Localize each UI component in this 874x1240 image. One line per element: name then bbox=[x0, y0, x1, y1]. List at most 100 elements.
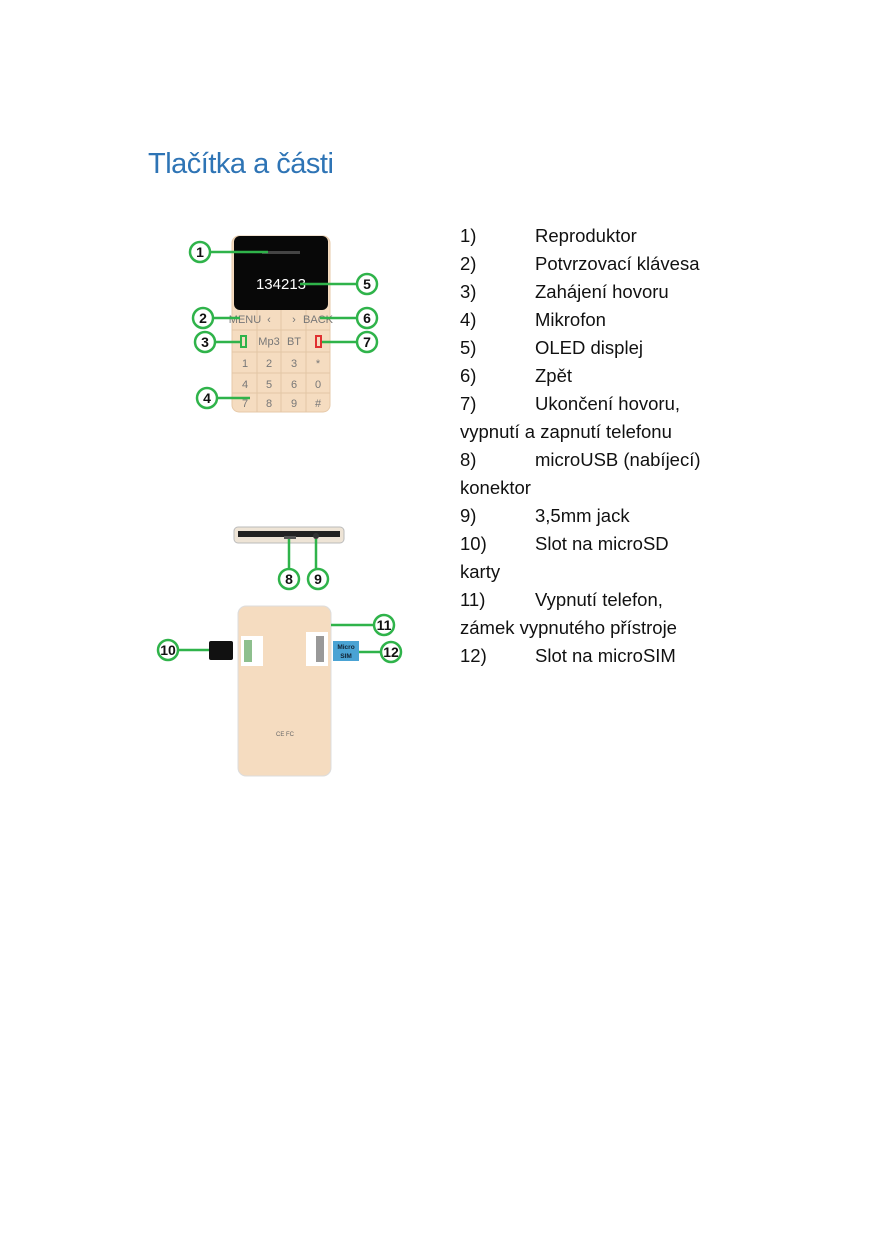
callout-markers: 1 2 3 4 5 6 7 8 9 10 11 12 bbox=[156, 240, 403, 664]
legend-item-line: 2) Potvrzovací klávesa bbox=[460, 250, 740, 278]
legend-item-line: 11) Vypnutí telefon, bbox=[460, 586, 740, 614]
legend-item: 6) Zpět bbox=[460, 362, 740, 390]
legend-item-text: Reproduktor bbox=[535, 225, 637, 246]
svg-text:4: 4 bbox=[242, 379, 248, 391]
svg-text:6: 6 bbox=[363, 310, 371, 326]
svg-text:›: › bbox=[292, 314, 296, 326]
legend-item: 10) Slot na microSD karty bbox=[460, 530, 740, 586]
svg-text:1: 1 bbox=[242, 358, 248, 370]
legend-item-line: 3) Zahájení hovoru bbox=[460, 278, 740, 306]
legend-item-line: 5) OLED displej bbox=[460, 334, 740, 362]
legend-item-number: 4) bbox=[460, 309, 477, 330]
legend-item: 2) Potvrzovací klávesa bbox=[460, 250, 740, 278]
legend-item-line: 9) 3,5mm jack bbox=[460, 502, 740, 530]
legend-item: 9) 3,5mm jack bbox=[460, 502, 740, 530]
legend-item-text: Ukončení hovoru, bbox=[535, 393, 681, 414]
legend-item-number: 2) bbox=[460, 253, 477, 274]
jack-port bbox=[313, 533, 319, 539]
legend-item: 4) Mikrofon bbox=[460, 306, 740, 334]
legend-item-number: 3) bbox=[460, 281, 477, 302]
svg-text:2: 2 bbox=[266, 358, 272, 370]
legend-item-number: 1) bbox=[460, 225, 477, 246]
legend-item-number: 6) bbox=[460, 365, 477, 386]
legend-item-line: 1) Reproduktor bbox=[460, 222, 740, 250]
legend-item: 8) microUSB (nabíjecí)konektor bbox=[460, 446, 740, 502]
legend-item-continuation: zámek vypnutého přístroje bbox=[460, 617, 677, 638]
legend-item-text: Zpět bbox=[535, 365, 573, 386]
svg-text:CE FC: CE FC bbox=[276, 732, 295, 738]
legend-item: 7) Ukončení hovoru, vypnutí a zapnutí tele… bbox=[460, 390, 740, 446]
svg-text:‹: ‹ bbox=[267, 314, 271, 326]
legend-item-text: microUSB (nabíjecí) bbox=[535, 449, 701, 470]
svg-text:7: 7 bbox=[363, 334, 371, 350]
svg-text:8: 8 bbox=[266, 398, 272, 410]
svg-text:9: 9 bbox=[314, 571, 322, 587]
legend-item-number: 5) bbox=[460, 337, 477, 358]
svg-text:9: 9 bbox=[291, 398, 297, 410]
legend-item-text: OLED displej bbox=[535, 337, 643, 358]
legend-item-number: 8) bbox=[460, 449, 477, 470]
legend-item-text: Vypnutí telefon, bbox=[535, 589, 663, 610]
svg-text:3: 3 bbox=[291, 358, 297, 370]
callout-leaders bbox=[178, 250, 381, 654]
legend-item-number: 12) bbox=[460, 645, 487, 666]
legend-item-text: Mikrofon bbox=[535, 309, 606, 330]
usb-port bbox=[284, 536, 296, 539]
speaker-grille bbox=[262, 251, 300, 254]
legend-item-line: 12) Slot na microSIM bbox=[460, 642, 740, 670]
legend-item-line: 8) microUSB (nabíjecí) bbox=[460, 446, 740, 474]
phone-front-illustration: 134213 MENU ‹ › BACK Mp3 BT 1 2 3 * 4 5 … bbox=[229, 235, 334, 413]
svg-text:BT: BT bbox=[287, 336, 301, 348]
legend-item-line: 7) Ukončení hovoru, bbox=[460, 390, 740, 418]
call-key-icon bbox=[240, 335, 247, 348]
svg-text:#: # bbox=[315, 398, 322, 410]
svg-text:11: 11 bbox=[377, 617, 392, 633]
svg-text:*: * bbox=[316, 358, 321, 370]
svg-text:12: 12 bbox=[383, 644, 399, 660]
legend-item-number: 9) bbox=[460, 505, 477, 526]
legend-item: 11) Vypnutí telefon, zámek vypnutého příst… bbox=[460, 586, 740, 642]
svg-text:1: 1 bbox=[196, 244, 204, 260]
legend-item-text: 3,5mm jack bbox=[535, 505, 630, 526]
screen-number: 134213 bbox=[256, 276, 306, 293]
legend-item: 3) Zahájení hovoru bbox=[460, 278, 740, 306]
legend-item-continuation: vypnutí a zapnutí telefonu bbox=[460, 421, 672, 442]
legend-item-number: 10) bbox=[460, 533, 487, 554]
svg-text:3: 3 bbox=[201, 334, 209, 350]
legend-item: 12) Slot na microSIM bbox=[460, 642, 740, 670]
microsim-card bbox=[333, 641, 359, 661]
legend-item-continuation: konektor bbox=[460, 477, 531, 498]
parts-legend-list: 1) Reproduktor 2) Potvrzovací klávesa 3) Zahá… bbox=[460, 222, 740, 670]
legend-item-text: Slot na microSIM bbox=[535, 645, 676, 666]
legend-item-line: 6) Zpět bbox=[460, 362, 740, 390]
legend-item-continuation: karty bbox=[460, 561, 501, 582]
legend-item-number: 11) bbox=[460, 589, 486, 610]
svg-text:MENU: MENU bbox=[229, 314, 261, 326]
legend-item-text: Slot na microSD bbox=[535, 533, 669, 554]
svg-text:4: 4 bbox=[203, 390, 211, 406]
legend-item-text: Potvrzovací klávesa bbox=[535, 253, 700, 274]
svg-text:SIM: SIM bbox=[340, 653, 352, 660]
svg-text:Micro: Micro bbox=[337, 644, 354, 651]
svg-text:6: 6 bbox=[291, 379, 297, 391]
svg-text:7: 7 bbox=[242, 398, 248, 410]
legend-item: 5) OLED displej bbox=[460, 334, 740, 362]
legend-item-number: 7) bbox=[460, 393, 477, 414]
svg-text:Mp3: Mp3 bbox=[258, 336, 279, 348]
svg-text:10: 10 bbox=[160, 642, 176, 658]
svg-text:5: 5 bbox=[363, 276, 371, 292]
legend-item-line: 10) Slot na microSD bbox=[460, 530, 740, 558]
svg-text:2: 2 bbox=[199, 310, 207, 326]
svg-text:8: 8 bbox=[285, 571, 293, 587]
svg-text:0: 0 bbox=[315, 379, 321, 391]
svg-text:5: 5 bbox=[266, 379, 272, 391]
legend-item-line: 4) Mikrofon bbox=[460, 306, 740, 334]
phone-back-illustration: CE FC Micro SIM bbox=[209, 605, 359, 777]
legend-item-text: Zahájení hovoru bbox=[535, 281, 669, 302]
svg-text:BACK: BACK bbox=[303, 314, 334, 326]
legend-item: 1) Reproduktor bbox=[460, 222, 740, 250]
end-call-key-icon bbox=[315, 335, 322, 348]
oled-screen bbox=[234, 236, 328, 310]
